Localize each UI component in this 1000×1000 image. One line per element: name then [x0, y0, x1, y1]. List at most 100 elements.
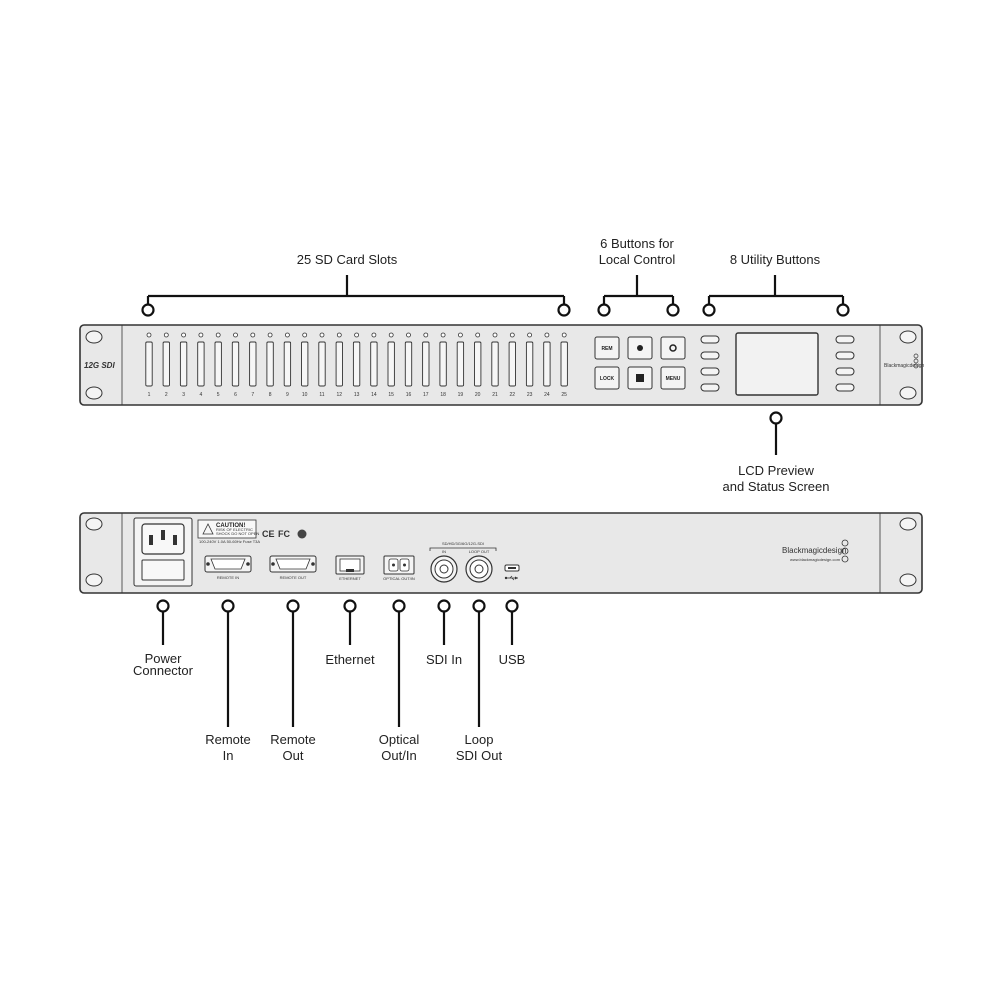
slot-number-label: 16	[406, 392, 412, 398]
sd-card-slot[interactable]: 9	[283, 332, 292, 398]
utility-button[interactable]	[835, 351, 855, 360]
remote-in-port[interactable]	[204, 555, 252, 573]
ethernet-port[interactable]	[335, 555, 365, 575]
slot-opening[interactable]	[249, 341, 257, 387]
sdi-in-port[interactable]	[430, 555, 458, 583]
sd-card-slot[interactable]: 24	[543, 332, 551, 398]
sdi-group-label: SD/HD/3G/6G/12G-SDI	[442, 541, 484, 546]
sd-card-slot[interactable]: 22	[508, 332, 516, 398]
brand-mark-icon	[841, 539, 849, 563]
callout-loop-sdi: Loop SDI Out	[456, 599, 502, 763]
sd-card-slot[interactable]: 15	[387, 332, 395, 398]
sd-card-slot[interactable]: 6	[231, 332, 240, 398]
slot-opening[interactable]	[266, 341, 274, 387]
menu-button[interactable]	[660, 366, 686, 390]
utility-button[interactable]	[700, 383, 720, 392]
slot-opening[interactable]	[179, 341, 188, 387]
slot-opening[interactable]	[474, 341, 482, 387]
callout-label-remote-in-1: Remote	[205, 732, 251, 747]
slot-opening[interactable]	[456, 341, 465, 387]
sd-card-slot[interactable]: 14	[370, 332, 378, 398]
slot-led-icon	[509, 332, 515, 338]
sd-card-slot[interactable]: 4	[197, 332, 205, 398]
slot-opening[interactable]	[404, 341, 413, 387]
slot-opening[interactable]	[508, 341, 516, 387]
sd-card-slot[interactable]: 12	[335, 332, 343, 398]
slot-opening[interactable]	[335, 341, 343, 387]
sd-card-slot[interactable]: 8	[266, 332, 274, 398]
rack-mount-hole	[899, 330, 917, 344]
sd-card-slot[interactable]: 1	[145, 332, 153, 398]
slot-led-icon	[215, 332, 221, 338]
callout-usb: USB	[499, 599, 525, 667]
sd-card-slot[interactable]: 20	[474, 332, 482, 398]
slot-opening[interactable]	[197, 341, 205, 387]
slot-opening[interactable]	[301, 341, 309, 387]
utility-button[interactable]	[835, 367, 855, 376]
slot-opening[interactable]	[422, 341, 430, 387]
usb-icon	[504, 575, 518, 581]
sd-card-slot[interactable]: 25	[560, 332, 568, 398]
sd-card-slot[interactable]: 23	[525, 332, 534, 398]
slot-opening[interactable]	[491, 341, 499, 387]
sd-card-slot[interactable]: 17	[422, 332, 430, 398]
utility-button[interactable]	[835, 335, 855, 344]
play-button[interactable]	[660, 336, 686, 360]
callout-remote-out: Remote Out	[270, 599, 316, 763]
slot-opening[interactable]	[370, 341, 378, 387]
usb-port[interactable]	[504, 564, 520, 572]
rem-button[interactable]	[594, 336, 620, 360]
slot-number-label: 13	[354, 392, 360, 398]
sd-card-slot[interactable]: 18	[439, 332, 447, 398]
slot-opening[interactable]	[231, 341, 240, 387]
slot-opening[interactable]	[352, 341, 361, 387]
slot-opening[interactable]	[387, 341, 395, 387]
slot-led-icon	[233, 332, 238, 338]
slot-led-icon	[198, 332, 204, 338]
rack-mount-hole	[85, 386, 103, 400]
sd-card-slot[interactable]: 16	[404, 332, 413, 398]
sd-card-slot[interactable]: 21	[491, 332, 499, 398]
lock-button-label: LOCK	[600, 376, 615, 382]
utility-button[interactable]	[700, 351, 720, 360]
remote-out-port[interactable]	[269, 555, 317, 573]
slot-opening[interactable]	[560, 341, 568, 387]
slot-opening[interactable]	[318, 341, 326, 387]
utility-button[interactable]	[835, 383, 855, 392]
callout-label-power-1: Power	[145, 651, 183, 666]
sd-card-slot[interactable]: 2	[162, 332, 170, 398]
ethernet-label: ETHERNET	[339, 576, 361, 581]
slot-number-label: 24	[544, 392, 550, 398]
utility-button[interactable]	[700, 335, 720, 344]
callout-label-optical-1: Optical	[379, 732, 420, 747]
slot-opening[interactable]	[145, 341, 153, 387]
sd-card-slot[interactable]: 10	[301, 332, 309, 398]
slot-led-icon	[284, 332, 290, 338]
power-connector[interactable]	[133, 517, 193, 587]
slot-number-label: 15	[388, 392, 394, 398]
slot-opening[interactable]	[439, 341, 447, 387]
slot-opening[interactable]	[214, 341, 222, 387]
slot-opening[interactable]	[283, 341, 292, 387]
sd-card-slot[interactable]: 5	[214, 332, 222, 398]
utility-button[interactable]	[700, 367, 720, 376]
slot-led-icon	[371, 332, 377, 338]
slot-led-icon	[440, 332, 446, 338]
sd-card-slot[interactable]: 7	[249, 332, 257, 398]
sd-card-slot[interactable]: 3	[179, 332, 188, 398]
sdi-group-bracket	[429, 547, 497, 551]
loop-sdi-out-port[interactable]	[465, 555, 493, 583]
slot-opening[interactable]	[162, 341, 170, 387]
sd-card-slot[interactable]: 13	[352, 332, 361, 398]
slot-number-label: 21	[492, 392, 498, 398]
optical-port[interactable]	[383, 555, 415, 575]
slot-opening[interactable]	[543, 341, 551, 387]
sd-card-slot[interactable]: 11	[318, 332, 326, 398]
callout-ethernet: Ethernet	[325, 599, 375, 667]
slot-opening[interactable]	[525, 341, 534, 387]
rear-website: www.blackmagicdesign.com	[790, 557, 841, 562]
lock-button[interactable]	[594, 366, 620, 390]
callout-label-optical-2: Out/In	[381, 748, 416, 763]
slot-number-label: 5	[217, 392, 220, 398]
sd-card-slot[interactable]: 19	[456, 332, 465, 398]
